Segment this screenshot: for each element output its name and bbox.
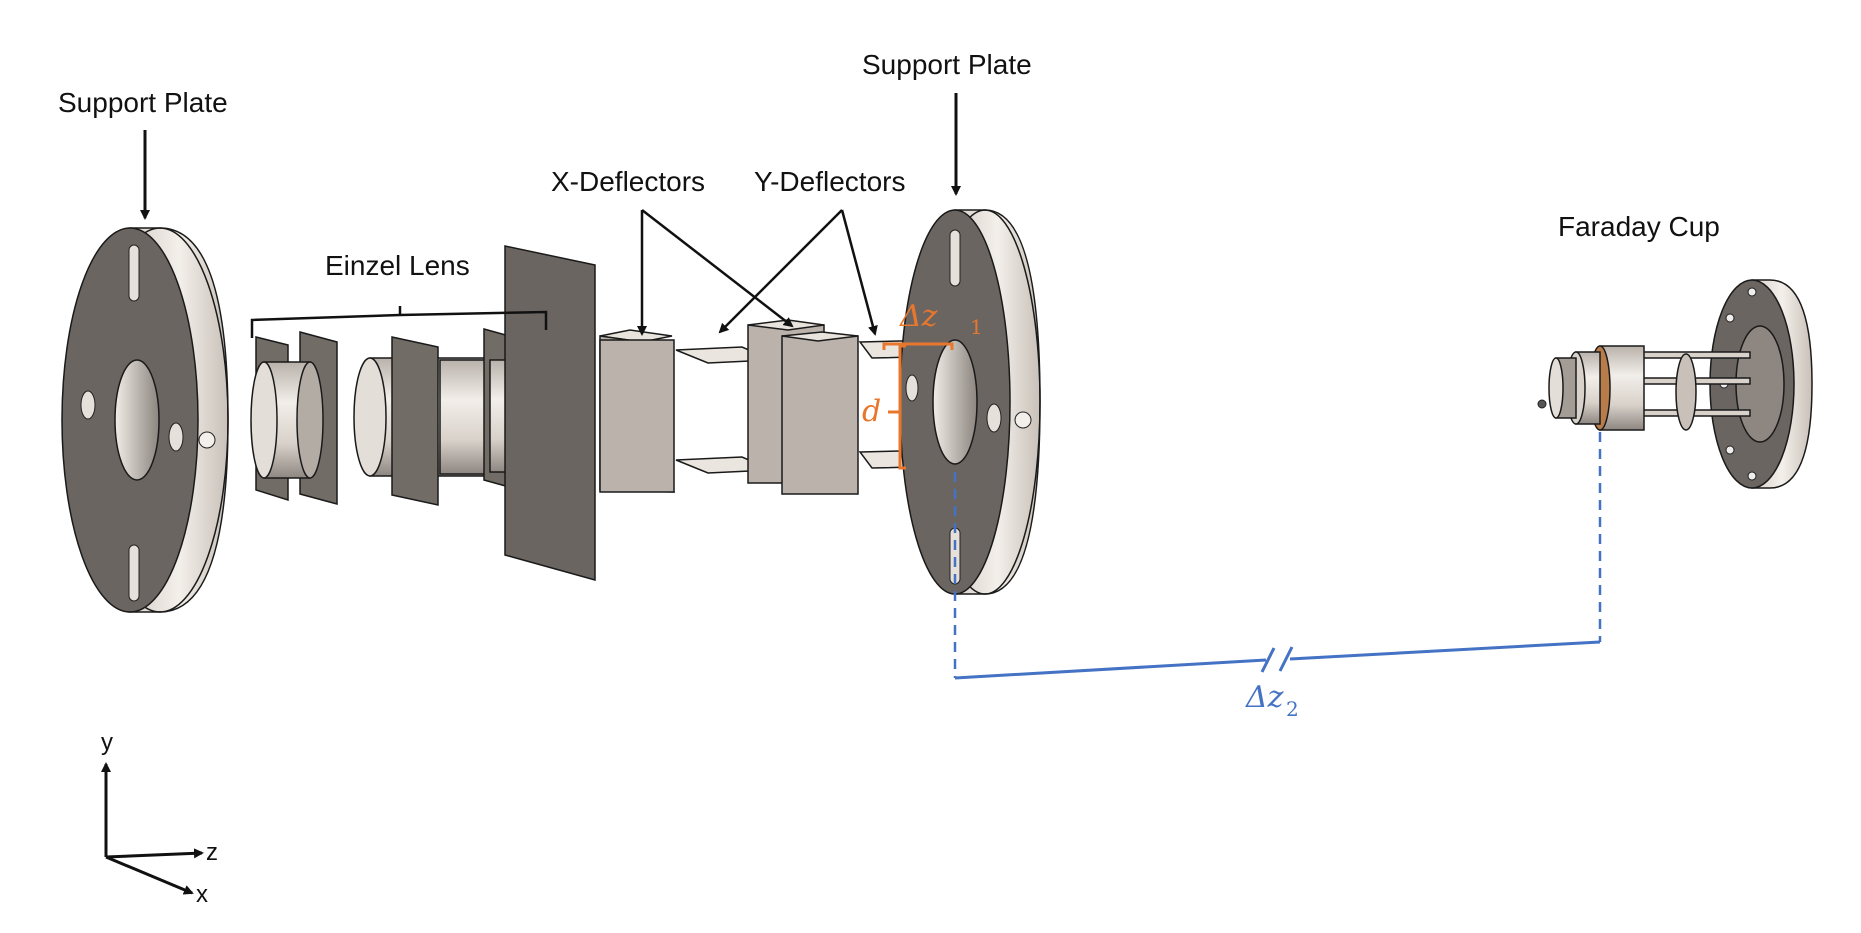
- dimension-dz2: Δz 2: [953, 432, 1602, 721]
- label-support-plate-left: Support Plate: [58, 87, 228, 118]
- arrow-y-deflectors-1: [718, 209, 843, 334]
- label-support-plate-right: Support Plate: [862, 49, 1032, 80]
- label-faraday-cup: Faraday Cup: [1558, 211, 1720, 242]
- label-x-deflectors: X-Deflectors: [551, 166, 705, 197]
- label-y-deflectors: Y-Deflectors: [754, 166, 905, 197]
- coordinate-axes: y z x: [101, 729, 218, 908]
- dz2-subscript: 2: [1286, 697, 1299, 721]
- dimension-dz1: Δz 1: [882, 299, 983, 350]
- einzel-lens: [250, 245, 596, 581]
- label-einzel-lens: Einzel Lens: [325, 250, 470, 281]
- dz2-label: Δz: [1245, 680, 1284, 715]
- d-label: d: [862, 394, 881, 429]
- axis-label-x: x: [196, 881, 208, 908]
- arrow-x-deflectors-2: [641, 209, 794, 328]
- arrow-y-deflectors-2: [840, 209, 878, 336]
- dz1-subscript: 1: [970, 315, 983, 339]
- dz1-label: Δz: [899, 299, 938, 334]
- axis-label-y: y: [101, 729, 113, 756]
- faraday-cup: [1537, 279, 1813, 489]
- dimension-d: d: [862, 344, 906, 470]
- axis-label-z: z: [206, 839, 218, 866]
- support-plate-left: [61, 227, 229, 613]
- support-plate-right: [899, 209, 1041, 595]
